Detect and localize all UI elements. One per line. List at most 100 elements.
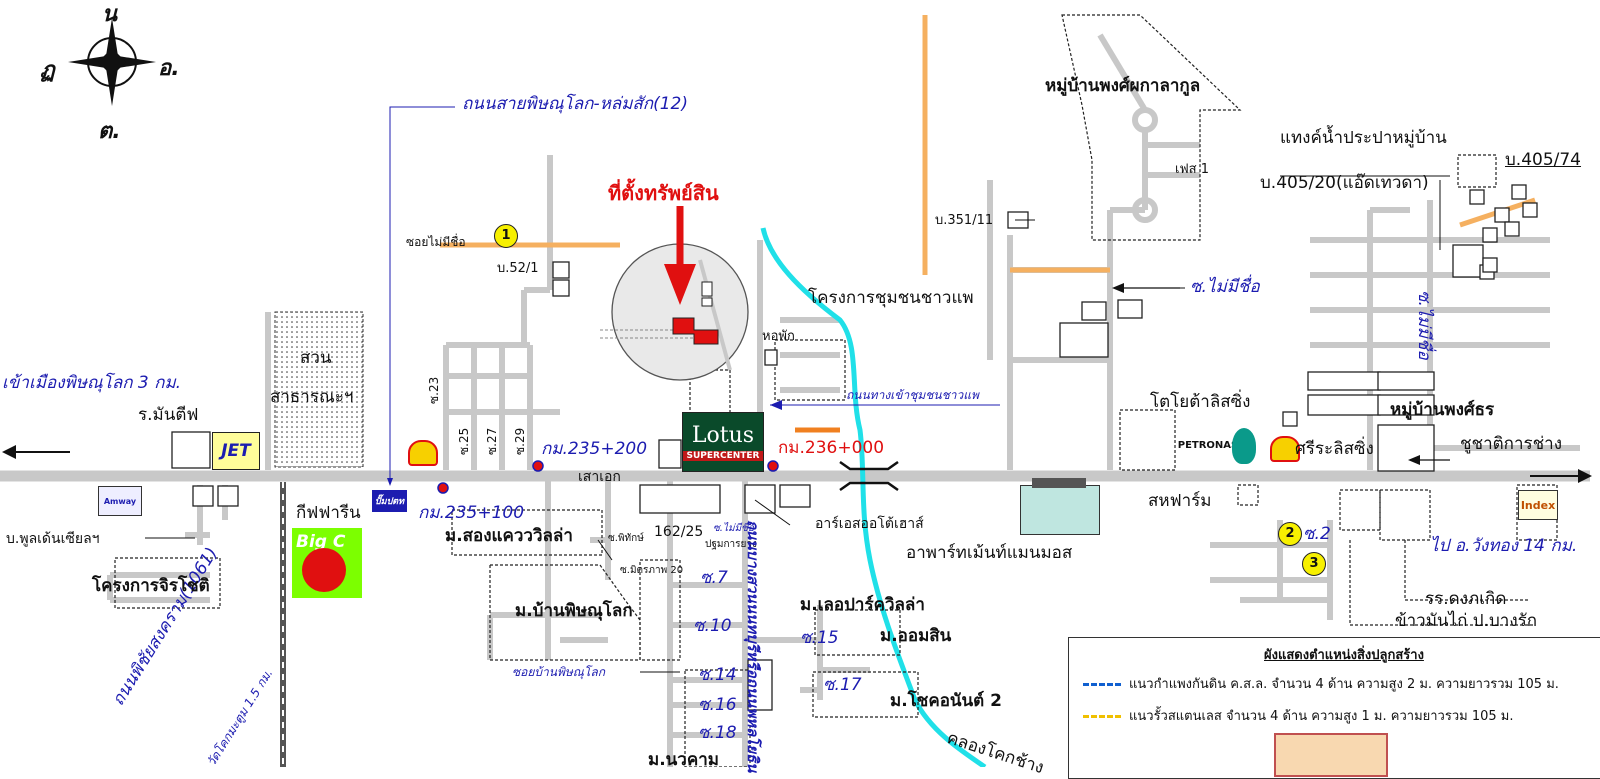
label-s25: ซ.25 xyxy=(457,427,471,455)
label-arrows xyxy=(387,283,1450,486)
km-posts xyxy=(437,460,779,494)
label-s7: ซ.7 xyxy=(700,568,728,588)
petronas-mark-icon xyxy=(1232,428,1256,464)
label-village-phongphaka: หมู่บ้านพงศ์ผกาลากูล xyxy=(1045,76,1201,96)
marker-1: 1 xyxy=(494,224,518,248)
label-s15: ซ.15 xyxy=(800,628,839,648)
label-s16: ซ.16 xyxy=(698,695,737,715)
label-to-wangthong: ไป อ.วังทอง 14 กม. xyxy=(1430,536,1578,556)
label-ban-phitsanulok: ม.บ้านพิษณุโลก xyxy=(515,601,633,621)
label-khaomankai: ข้าวมันไก่ ป.บางรัก xyxy=(1395,611,1538,631)
label-main-highway: ถนนสายพิษณุโลก-หล่มสัก(12) xyxy=(462,94,688,114)
apartment-roof xyxy=(1032,478,1086,488)
lotus-logo-name: Lotus xyxy=(691,423,755,448)
label-b351-11: บ.351/11 xyxy=(935,213,994,228)
label-s29: ซ.29 xyxy=(513,427,527,455)
label-phase1: เฟส 1 xyxy=(1175,162,1209,177)
label-apartment: อาพาร์ทเม้นท์แมนมอส xyxy=(906,543,1073,563)
property-outlines xyxy=(114,14,1558,767)
label-no-name-2: ซ.ไม่มีชื่อ xyxy=(1190,277,1260,297)
side-roads xyxy=(107,33,1580,767)
label-km-236-000: กม.236+000 xyxy=(778,438,885,458)
label-pathum: ปฐมการยาง xyxy=(705,539,757,550)
public-park xyxy=(274,311,364,468)
legend-row-fence-text: แนวรั้วสแตนเลส จำนวน 4 ด้าน ความสูง 1 ม.… xyxy=(1129,709,1514,724)
label-mitraphap: ซ.มิตรภาพ 20 xyxy=(620,565,684,576)
legend-row-fence: แนวรั้วสแตนเลส จำนวน 4 ด้าน ความสูง 1 ม.… xyxy=(1083,705,1513,726)
label-km-235-100: กม.235+100 xyxy=(418,503,525,523)
label-rs-auto: อาร์เอสออโต้เฮาส์ xyxy=(815,516,924,532)
label-km-235-200: กม.235+200 xyxy=(541,439,648,459)
label-road-south: ถนนบางสวนนนทบุรีหรือถนนพหลโยธิน xyxy=(744,520,762,773)
compass-south: ต. xyxy=(98,119,121,144)
label-phithak: ซ.พิทักษ์ xyxy=(608,533,644,544)
label-to-city: เข้าเมืองพิษณุโลก 3 กม. xyxy=(2,373,182,393)
label-song-khwae: ม.สองแควววิลล่า xyxy=(445,526,573,546)
bridge xyxy=(839,460,899,492)
label-162-25: 162/25 xyxy=(654,524,704,540)
label-b405-74: บ.405/74 xyxy=(1505,150,1582,170)
legend-blue-dash xyxy=(1083,683,1121,686)
shell-logo-2-icon xyxy=(1270,436,1300,462)
legend-title: ผังแสดงตำแหน่งสิ่งปลูกสร้าง xyxy=(1264,648,1424,663)
label-no-name-4: ซ.ไม่มีชื่อ xyxy=(713,523,754,534)
compass-north: น xyxy=(102,2,118,27)
label-sao-ek: เสาเอก xyxy=(578,469,621,485)
main-highway xyxy=(0,445,1592,483)
label-chaipae: โครงการชุมชนชาวแพ xyxy=(808,288,974,308)
label-chiroj: โครงการจิรโชติ xyxy=(92,576,210,596)
label-laser-park: ม.เลอปาร์ควิลล่า xyxy=(800,595,925,615)
lotus-logo-sub: SUPERCENTER xyxy=(683,451,763,461)
label-s27: ซ.27 xyxy=(485,427,499,455)
pt-logo: ปั๊มปตท xyxy=(372,490,407,512)
label-park-a: สวน xyxy=(300,348,332,368)
lotus-logo: Lotus SUPERCENTER xyxy=(682,412,764,472)
apartment-icon xyxy=(1020,485,1100,535)
label-om-sin: ม.ออมสิน xyxy=(880,626,952,646)
compass-east: อ. xyxy=(158,56,180,81)
label-no-name-1: ซอยไม่มีชื่อ xyxy=(406,235,466,249)
label-asset-location: ที่ตั้งทรัพย์สิน xyxy=(608,181,719,205)
compass-west: ฏ xyxy=(40,58,55,83)
label-s18: ซ.18 xyxy=(698,723,737,743)
compass-rose-icon xyxy=(68,18,156,106)
jet-logo: JET xyxy=(212,432,260,470)
amway-logo: Amway xyxy=(98,486,142,516)
label-kiff: กีฟฟารีน xyxy=(296,503,361,523)
label-b52-1: บ.52/1 xyxy=(497,261,539,276)
label-hophak: หอพัก xyxy=(762,329,795,344)
label-s17: ซ.17 xyxy=(823,675,862,695)
shell-logo-icon xyxy=(408,440,438,466)
marker-3: 3 xyxy=(1302,552,1326,576)
label-school: รร.ดงภเกิด xyxy=(1425,589,1507,609)
marker-2: 2 xyxy=(1278,522,1302,546)
label-park-b: สาธารณะฯ xyxy=(270,387,354,407)
label-nawakham: ม.นวคาม xyxy=(648,750,719,770)
label-sri-leasing: ศรีระลิสซิ่ง xyxy=(1295,439,1374,459)
asset-location-marker xyxy=(600,206,749,381)
label-s2: ซ.2 xyxy=(1303,524,1331,544)
legend: ผังแสดงตำแหน่งสิ่งปลูกสร้าง แนวกำแพงกันด… xyxy=(1068,637,1600,779)
label-toyota: โตโยต้าลิสซิ่ง xyxy=(1150,392,1251,412)
label-sahafarm: สหฟาร์ม xyxy=(1148,491,1212,511)
label-b405-20: บ.405/20(แอ๊ดเทวดา) xyxy=(1260,173,1429,193)
label-s14: ซ.14 xyxy=(698,665,737,685)
label-b-pulden: บ.พูลเด้นเซียลฯ xyxy=(6,531,100,547)
label-s23: ซ.23 xyxy=(427,376,441,404)
bigc-c-mark xyxy=(302,548,346,592)
legend-plan-thumb xyxy=(1274,733,1388,777)
label-tank: แทงค์น้ำประปาหมู่บ้าน xyxy=(1280,128,1447,148)
label-village-phongthon: หมู่บ้านพงศ์ธร xyxy=(1390,400,1495,420)
label-soi-phitsanulok: ซอยบ้านพิษณุโลก xyxy=(512,665,605,679)
petronas-logo: PETRONAS xyxy=(1177,439,1239,451)
label-s10: ซ.10 xyxy=(693,616,732,636)
label-no-name-3: ซ.ไม่มีชื่อ xyxy=(1414,290,1434,360)
label-r-manti: ร.มันตีฟ xyxy=(138,405,199,425)
legend-row-wall-text: แนวกำแพงกันดิน ค.ส.ล. จำนวน 4 ด้าน ความส… xyxy=(1129,677,1559,692)
legend-yellow-dash xyxy=(1083,715,1121,718)
buildings xyxy=(171,184,1538,711)
label-chuchati: ชูชาติการช่าง xyxy=(1460,434,1563,454)
label-road-chaipae: ถนนทางเข้าชุมชนชาวแพ xyxy=(846,388,979,402)
canal xyxy=(760,227,987,767)
